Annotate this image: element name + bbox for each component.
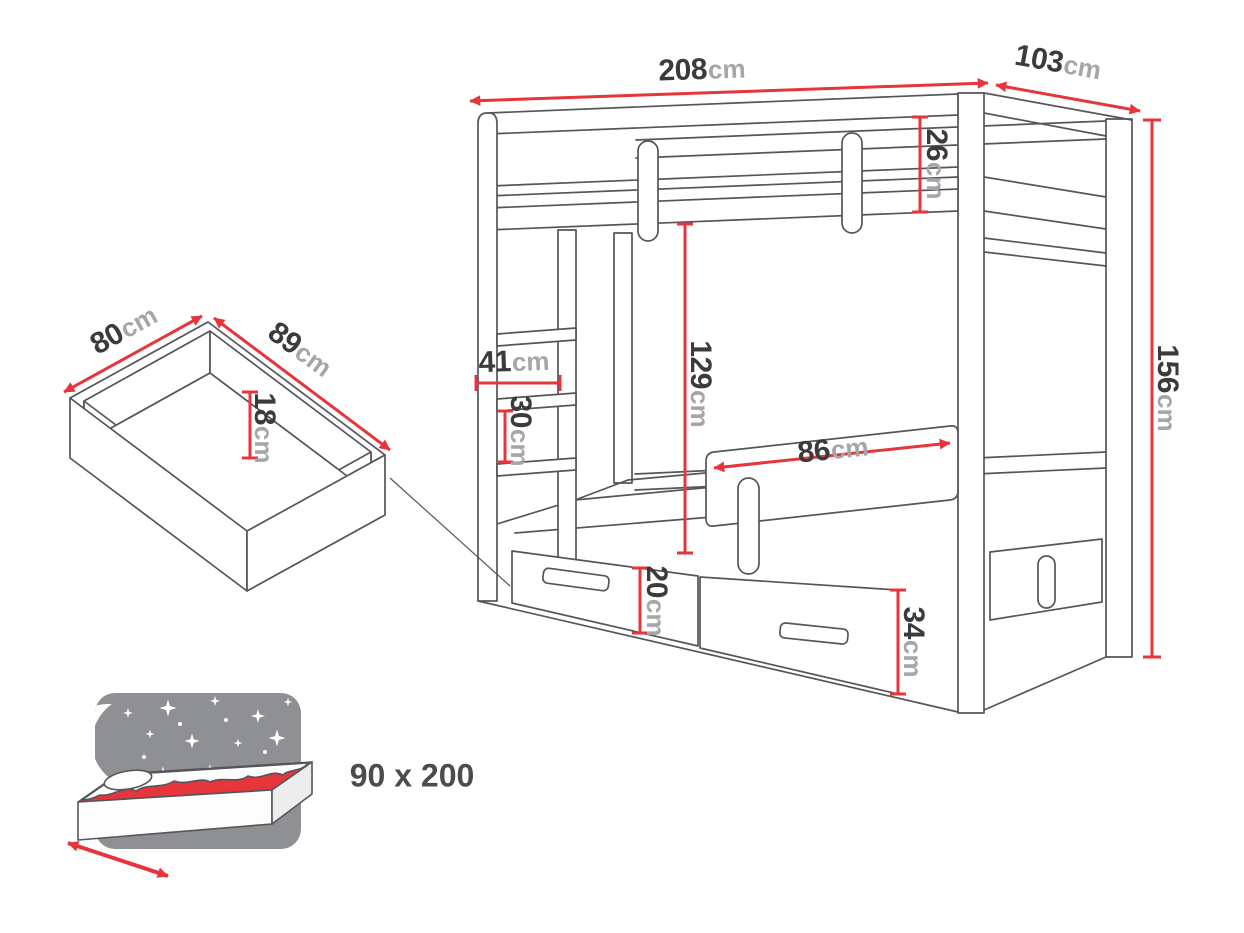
dimension-lines: [63, 77, 1161, 696]
pillow: [103, 769, 153, 791]
dim-unit: cm: [898, 639, 928, 678]
dim-value: 30: [504, 395, 537, 428]
dim-shelf-width-label: 41cm: [477, 345, 550, 380]
dim-total-height-label: 156cm: [1151, 344, 1184, 432]
dim-unit: cm: [685, 389, 715, 428]
dim-drawer-inner-label: 18cm: [248, 392, 281, 464]
dim-clearance-label: 129cm: [684, 340, 717, 428]
mattress-side: [271, 761, 313, 825]
dim-value: 20: [640, 565, 673, 598]
dim-unit: cm: [1152, 393, 1182, 432]
dim-unit: cm: [829, 431, 870, 466]
dim-value: 26: [920, 128, 953, 161]
dim-unit: cm: [707, 53, 747, 85]
dim-value: 34: [897, 606, 930, 639]
dim-unit: cm: [641, 598, 671, 637]
ladder-stile: [477, 112, 498, 602]
dim-unit: cm: [505, 428, 535, 467]
drawer-handle: [542, 567, 610, 592]
dim-value: 41: [477, 345, 512, 380]
connector-line: [389, 477, 511, 587]
mattress-icon: [67, 693, 313, 878]
dim-value: 18: [248, 392, 281, 425]
dim-value: 129: [684, 340, 717, 389]
dim-drawer-small-label: 20cm: [640, 565, 673, 637]
dim-unit: cm: [1061, 49, 1104, 86]
bunk-bed-drawing: [477, 92, 1133, 714]
dim-unit: cm: [249, 425, 279, 464]
dim-shelf-gap-label: 30cm: [504, 395, 537, 467]
dim-drawer-large-label: 34cm: [897, 606, 930, 678]
shelf: [496, 457, 577, 477]
shelf: [496, 392, 577, 412]
drawer-handle: [778, 622, 849, 645]
dim-top-rail-label: 26cm: [920, 128, 953, 200]
length-arrow-icon: [67, 841, 169, 878]
bed-back-post: [1105, 118, 1133, 658]
shelf: [496, 327, 577, 347]
blanket: [81, 762, 309, 801]
dim-value: 156: [1151, 344, 1184, 393]
dim-value: 86: [795, 433, 832, 470]
dim-value: 208: [657, 52, 708, 88]
dim-unit: cm: [921, 161, 951, 200]
mattress-size-label: 90 x 200: [349, 757, 475, 794]
dim-bed-width-label: 208cm: [657, 52, 747, 88]
bed-front-post: [957, 92, 985, 714]
dim-unit: cm: [511, 345, 550, 378]
